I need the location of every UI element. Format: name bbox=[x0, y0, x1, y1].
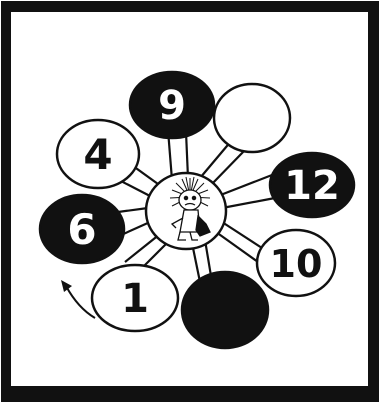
circle-top-right bbox=[214, 84, 290, 152]
circle-bottom-left-label: 1 bbox=[121, 276, 149, 322]
circle-left-label: 6 bbox=[67, 205, 96, 254]
circle-bottom bbox=[182, 272, 268, 348]
circle-right-label: 12 bbox=[284, 163, 340, 209]
circle-top-label: 9 bbox=[158, 83, 186, 129]
circle-upper-left-label: 4 bbox=[83, 130, 112, 179]
circle-lower-right-label: 10 bbox=[270, 242, 323, 286]
